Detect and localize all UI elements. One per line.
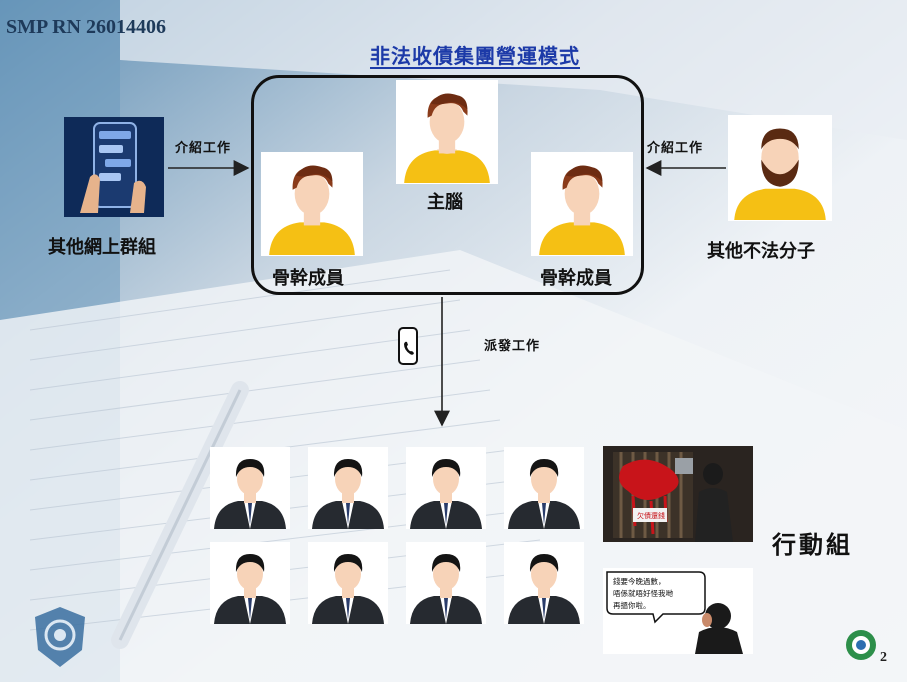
reference-number: SMP RN 26014406 [6, 16, 166, 38]
suited-person-icon [312, 459, 384, 529]
core-member-right-portrait [531, 152, 633, 256]
suited-person-icon [410, 459, 482, 529]
suited-person-icon [312, 554, 384, 624]
suited-person-icon [214, 459, 286, 529]
action-member-portrait [504, 542, 584, 624]
person-icon [539, 165, 625, 255]
syndicate-core-box [251, 75, 644, 295]
person-icon [404, 93, 490, 183]
campaign-logo [846, 630, 876, 660]
speech-line-2: 唔係就唔好怪我哋 [613, 588, 673, 598]
suited-person-icon [410, 554, 482, 624]
core-member-left-portrait [261, 152, 363, 256]
suited-person-icon [214, 554, 286, 624]
other-criminals-portrait [728, 115, 832, 221]
phone-threat-scene-image: 錢要今晚過數， 唔係就唔好怪我哋 再搵你啦。 [603, 568, 753, 654]
action-group-label: 行動組 [772, 531, 853, 559]
action-member-portrait [504, 447, 584, 529]
action-member-portrait [308, 447, 388, 529]
action-member-portrait [210, 447, 290, 529]
person-icon [269, 165, 355, 255]
online-group-phone-icon [64, 117, 164, 217]
core-member-right-label: 骨幹成員 [540, 268, 612, 289]
paint-splash-scene-image: 欠債還錢 [603, 446, 753, 542]
action-member-portrait [406, 447, 486, 529]
arrow-down-label: 派發工作 [484, 339, 541, 354]
action-member-portrait [308, 542, 388, 624]
action-member-portrait [406, 542, 486, 624]
police-crest-logo [35, 607, 85, 667]
speech-line-3: 再搵你啦。 [613, 600, 651, 610]
suited-person-icon [508, 459, 580, 529]
arrow-right-label: 介紹工作 [647, 141, 704, 156]
online-groups-label: 其他網上群組 [48, 237, 156, 258]
mastermind-label: 主腦 [427, 192, 463, 213]
other-criminals-label: 其他不法分子 [707, 241, 815, 262]
bearded-person-icon [734, 128, 826, 220]
speech-line-1: 錢要今晚過數， [613, 576, 666, 586]
arrow-left-label: 介紹工作 [175, 141, 232, 156]
diagram-title: 非法收債集團營運模式 [370, 44, 580, 68]
core-member-left-label: 骨幹成員 [272, 268, 344, 289]
poster-text: 欠債還錢 [637, 511, 665, 520]
page-number: 2 [880, 650, 887, 665]
mastermind-portrait [396, 80, 498, 184]
action-member-portrait [210, 542, 290, 624]
suited-person-icon [508, 554, 580, 624]
mobile-phone-icon [398, 327, 418, 365]
